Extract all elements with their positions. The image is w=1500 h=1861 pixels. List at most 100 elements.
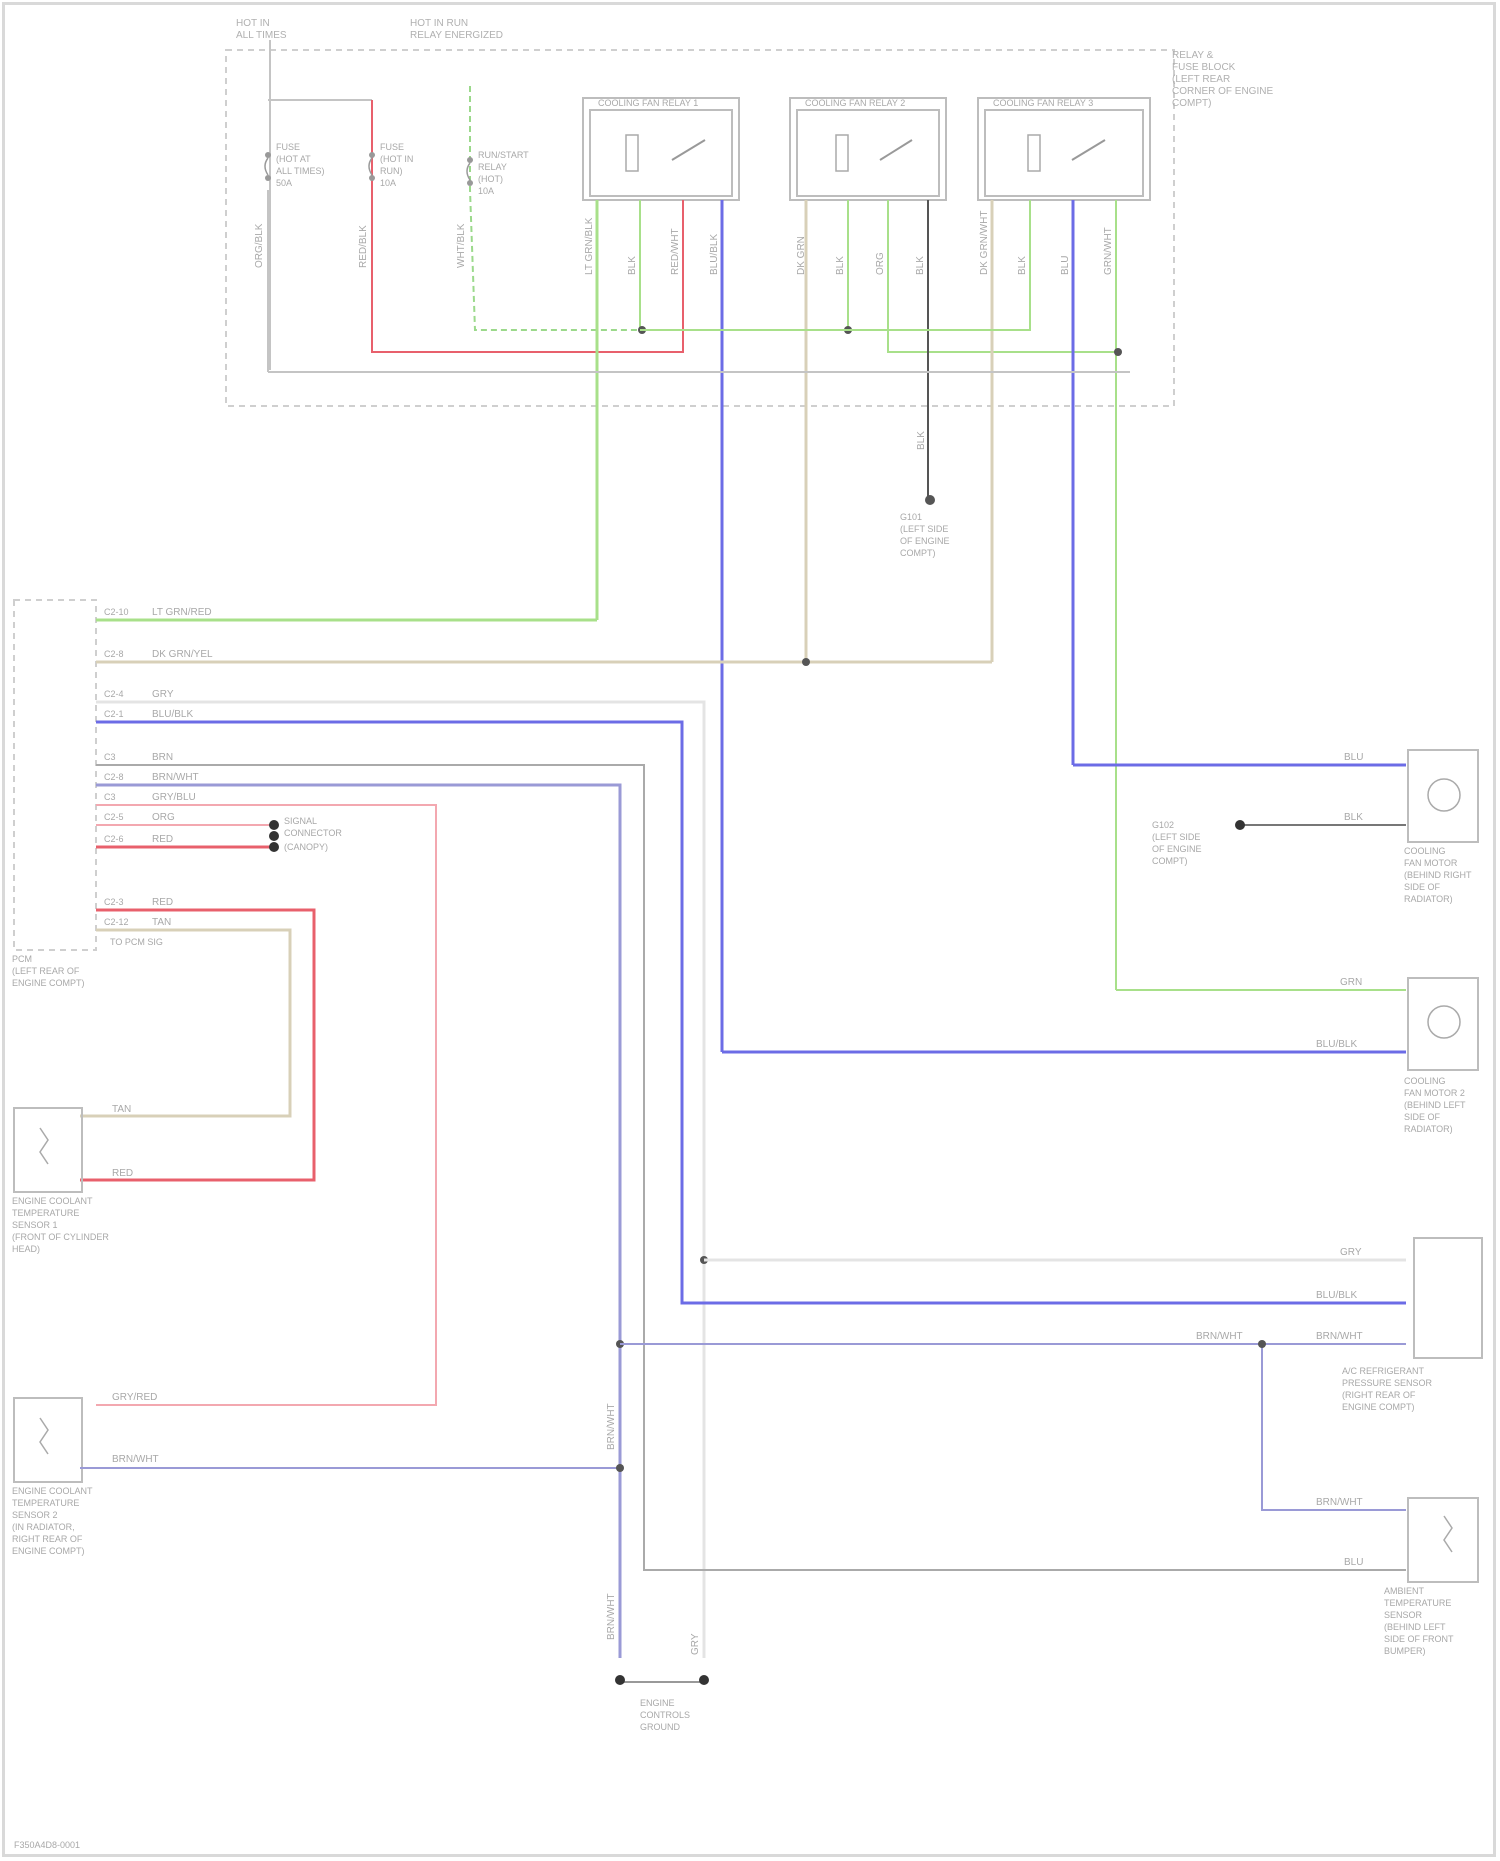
label-line: SENSOR 2 (12, 1510, 58, 1520)
wire-tan-ect1 (80, 930, 290, 1116)
canopy-label: (CANOPY) (284, 842, 328, 852)
cooling-fan-motor-2 (1408, 978, 1478, 1070)
label-line: ENGINE COOLANT (12, 1486, 93, 1496)
label-line: CONNECTOR (284, 828, 342, 838)
pcm-pin-id: C2-5 (104, 812, 124, 822)
label-line: (BEHIND RIGHT (1404, 870, 1472, 880)
label-line: RADIATOR) (1404, 1124, 1453, 1134)
label-line: (FRONT OF CYLINDER (12, 1232, 109, 1242)
relay-3-label: COOLING FAN RELAY 3 (993, 98, 1093, 108)
label-line: ENGINE COMPT) (12, 1546, 85, 1556)
r2-pin-1-label: DK GRN (796, 236, 807, 275)
label-line: CONTROLS (640, 1710, 690, 1720)
label-line: RADIATOR) (1404, 894, 1453, 904)
fuse-3-label: RUN/STARTRELAY(HOT)10A (478, 150, 529, 196)
label-line: RELAY & (1172, 50, 1214, 61)
label-line: (LEFT SIDE (1152, 832, 1200, 842)
ac-splice (1258, 1340, 1266, 1348)
splice-dot-3 (269, 842, 279, 852)
fan-2-label: COOLING FAN MOTOR 2 (BEHIND LEFT SIDE OF RAD… (1404, 1076, 1466, 1134)
label-line: ALL TIMES) (276, 166, 325, 176)
label-line: ENGINE COOLANT (12, 1196, 93, 1206)
label-line: (IN RADIATOR, (12, 1522, 75, 1532)
r2-pin-2-label: BLK (835, 256, 846, 275)
pcm-outline (14, 600, 96, 950)
fuse-2-wire (372, 100, 683, 352)
label-line: (HOT AT (276, 154, 311, 164)
ac-wire-c: BRN/WHT (1316, 1331, 1363, 1342)
ect2-junction (616, 1464, 624, 1472)
label-line: OF ENGINE (900, 536, 950, 546)
fuse-b-top-label: HOT IN RUNRELAY ENERGIZED (410, 18, 503, 41)
label-line: COOLING (1404, 846, 1446, 856)
r2-pin-4-label: BLK (915, 256, 926, 275)
fuse-wire-label-2: RED/BLK (358, 225, 369, 268)
splice-dot-2 (269, 831, 279, 841)
wire-gry-blu (96, 805, 436, 1405)
label-line: COOLING (1404, 1076, 1446, 1086)
pcm-pin-wire: TAN (152, 917, 171, 928)
label-line: RELAY (478, 162, 507, 172)
ambient-thermistor-icon (1444, 1516, 1452, 1552)
label-line: TEMPERATURE (1384, 1598, 1451, 1608)
ac-pressure-label: A/C REFRIGERANTPRESSURE SENSOR(RIGHT REA… (1342, 1366, 1433, 1412)
label-line: RELAY ENERGIZED (410, 30, 503, 41)
relay-2-label: COOLING FAN RELAY 2 (805, 98, 905, 108)
label-line: (LEFT REAR OF (12, 966, 80, 976)
label-line: AMBIENT (1384, 1586, 1425, 1596)
label-line: FAN MOTOR (1404, 858, 1458, 868)
wire-brn (96, 765, 1406, 1570)
label-line: SIDE OF (1404, 1112, 1441, 1122)
fan-2-wire-a: GRN (1340, 977, 1362, 988)
pcm-pin-id: C3 (104, 792, 116, 802)
label-line: FAN MOTOR 2 (1404, 1088, 1465, 1098)
vertical-brn-wht-label: BRN/WHT (606, 1403, 617, 1450)
splice-dot-1 (269, 820, 279, 830)
engine-ground-dot-a (615, 1675, 625, 1685)
ect-sensor-1 (14, 1108, 82, 1192)
pcm-pin-id: C2-4 (104, 689, 124, 699)
cooling-fan-motor-1 (1408, 750, 1478, 842)
label-line: SENSOR (1384, 1610, 1423, 1620)
label-line: RIGHT REAR OF (12, 1534, 83, 1544)
pcm-pin-wire: DK GRN/YEL (152, 649, 213, 660)
r1-pin-1-label: LT GRN/BLK (584, 217, 595, 275)
fan-1-label: COOLING FAN MOTOR (BEHIND RIGHT SIDE OF RADI… (1404, 846, 1472, 904)
label-line: RUN/START (478, 150, 529, 160)
pcm-pin-wire: ORG (152, 812, 175, 823)
fuse-3-wire (470, 86, 643, 330)
ambient-wire-a: BRN/WHT (1316, 1497, 1363, 1508)
pcm-pin-wire: BRN (152, 752, 173, 763)
pcm-pin-id: C2-10 (104, 607, 129, 617)
pcm-pin-id: C2-6 (104, 834, 124, 844)
pcm-pin-wire: GRY/BLU (152, 792, 196, 803)
r3-pin-2-label: BLK (1017, 256, 1028, 275)
label-line: FUSE BLOCK (1172, 62, 1236, 73)
cooling-fan-relay-2 (790, 98, 946, 200)
ect-sensor-2 (14, 1398, 82, 1482)
r1-pin-3-label: RED/WHT (670, 228, 681, 275)
label-line: ALL TIMES (236, 30, 287, 41)
fan-1-wire-b: BLK (1344, 812, 1363, 823)
dk-grn-junction (802, 658, 810, 666)
label-line: HOT IN (236, 18, 270, 29)
engine-ground-wire-a: BRN/WHT (606, 1593, 617, 1640)
g101-wire-label: BLK (916, 431, 927, 450)
label-line: G101 (900, 512, 922, 522)
label-line: BUMPER) (1384, 1646, 1426, 1656)
ac-wire-a: GRY (1340, 1247, 1362, 1258)
label-line: (BEHIND LEFT (1404, 1100, 1466, 1110)
label-line: COMPT) (900, 548, 936, 558)
label-line: TEMPERATURE (12, 1208, 79, 1218)
g101-ground-point (925, 495, 935, 505)
label-line: RUN) (380, 166, 403, 176)
pcm-label: PCM(LEFT REAR OFENGINE COMPT) (12, 954, 85, 988)
pcm-pin-id: C2-1 (104, 709, 124, 719)
label-line: SIDE OF (1404, 882, 1441, 892)
label-line: SIGNAL (284, 816, 317, 826)
label-line: SIDE OF FRONT (1384, 1634, 1454, 1644)
